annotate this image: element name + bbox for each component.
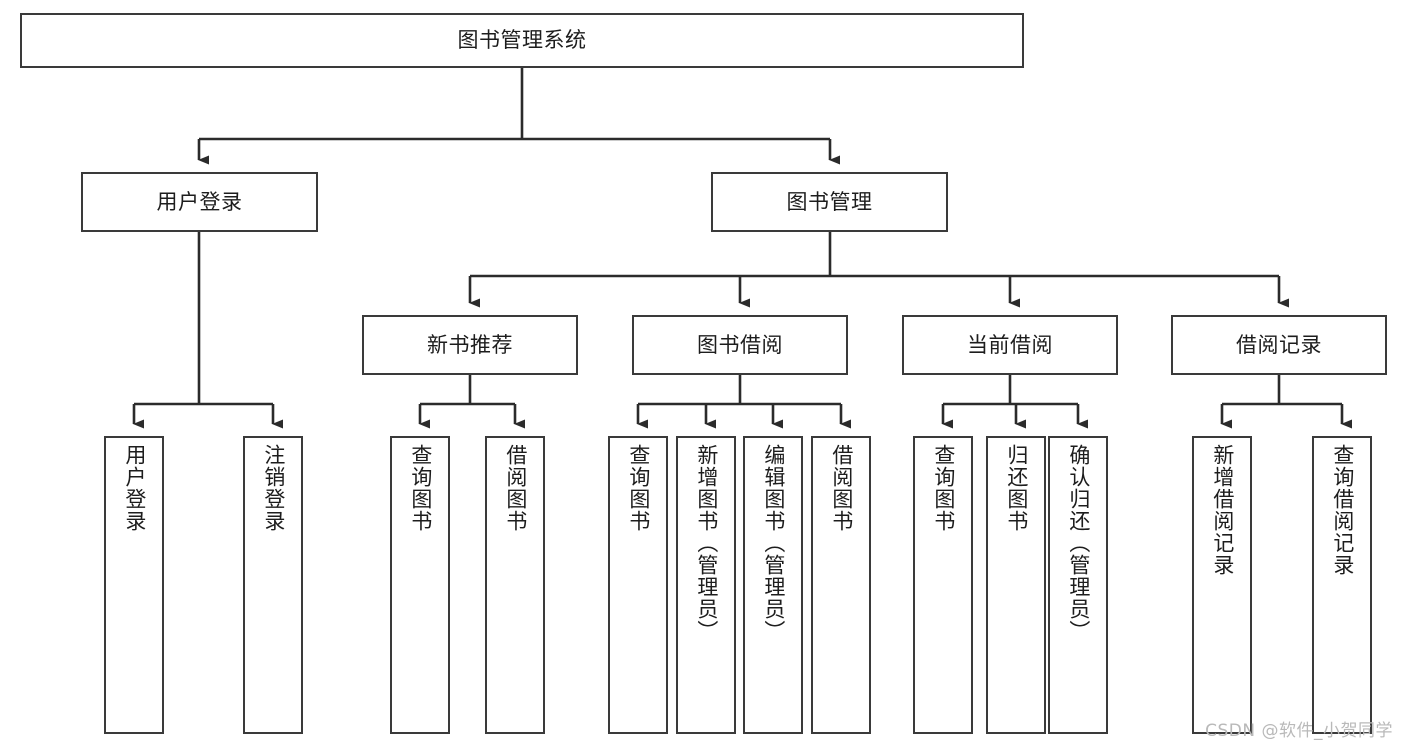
level3-node-1[interactable]: 图书借阅 bbox=[632, 315, 848, 375]
leaf-node-label: 借阅图书 bbox=[503, 444, 528, 532]
leaf-node-6[interactable]: 编辑图书（管理员） bbox=[743, 436, 803, 734]
leaf-node-label: 查询图书 bbox=[408, 444, 433, 532]
leaf-node-label: 查询借阅记录 bbox=[1330, 444, 1355, 576]
leaf-node-label: 注销登录 bbox=[261, 444, 286, 532]
level2-node-0[interactable]: 用户登录 bbox=[81, 172, 318, 232]
root-node-label: 图书管理系统 bbox=[457, 28, 587, 53]
leaf-node-label: 归还图书 bbox=[1004, 444, 1029, 532]
leaf-node-0[interactable]: 用户登录 bbox=[104, 436, 164, 734]
leaf-node-label: 查询图书 bbox=[931, 444, 956, 532]
leaf-node-4[interactable]: 查询图书 bbox=[608, 436, 668, 734]
level3-node-label: 新书推荐 bbox=[427, 332, 513, 357]
leaf-node-12[interactable]: 查询借阅记录 bbox=[1312, 436, 1372, 734]
root-node-0[interactable]: 图书管理系统 bbox=[20, 13, 1024, 68]
leaf-node-8[interactable]: 查询图书 bbox=[913, 436, 973, 734]
leaf-node-label: 用户登录 bbox=[122, 444, 147, 532]
leaf-node-11[interactable]: 新增借阅记录 bbox=[1192, 436, 1252, 734]
leaf-node-9[interactable]: 归还图书 bbox=[986, 436, 1046, 734]
leaf-node-7[interactable]: 借阅图书 bbox=[811, 436, 871, 734]
level2-node-label: 用户登录 bbox=[156, 189, 243, 214]
level3-node-label: 当前借阅 bbox=[967, 332, 1053, 357]
csdn-watermark: CSDN @软件_小贺同学 bbox=[1205, 721, 1393, 741]
level3-node-2[interactable]: 当前借阅 bbox=[902, 315, 1118, 375]
leaf-node-label: 查询图书 bbox=[626, 444, 651, 532]
level3-node-0[interactable]: 新书推荐 bbox=[362, 315, 578, 375]
leaf-node-10[interactable]: 确认归还（管理员） bbox=[1048, 436, 1108, 734]
leaf-node-label: 借阅图书 bbox=[829, 444, 854, 532]
leaf-node-label: 编辑图书（管理员） bbox=[761, 444, 786, 642]
level3-node-3[interactable]: 借阅记录 bbox=[1171, 315, 1387, 375]
leaf-node-3[interactable]: 借阅图书 bbox=[485, 436, 545, 734]
leaf-node-label: 新增图书（管理员） bbox=[694, 444, 719, 642]
level2-node-1[interactable]: 图书管理 bbox=[711, 172, 948, 232]
leaf-node-label: 新增借阅记录 bbox=[1210, 444, 1235, 576]
leaf-node-label: 确认归还（管理员） bbox=[1066, 444, 1091, 642]
leaf-node-2[interactable]: 查询图书 bbox=[390, 436, 450, 734]
level3-node-label: 图书借阅 bbox=[697, 332, 783, 357]
leaf-node-1[interactable]: 注销登录 bbox=[243, 436, 303, 734]
level3-node-label: 借阅记录 bbox=[1236, 332, 1322, 357]
level2-node-label: 图书管理 bbox=[786, 189, 873, 214]
leaf-node-5[interactable]: 新增图书（管理员） bbox=[676, 436, 736, 734]
